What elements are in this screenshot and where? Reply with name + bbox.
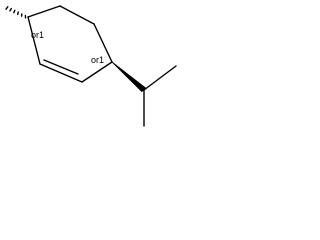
hashed-wedge-methyl-bond xyxy=(5,6,27,19)
stereo-label-top-left: or1 xyxy=(31,30,44,40)
ring-double-bond-inner xyxy=(43,59,79,75)
ring-bond-c3-c4 xyxy=(93,23,113,63)
ring-bond-c5-c6 xyxy=(39,63,83,83)
molecule-structure-diagram: or1 or1 xyxy=(5,5,177,127)
ring-bond-c4-c5 xyxy=(81,61,113,83)
ring-bond-c1-c2 xyxy=(27,5,61,18)
ring-bond-c2-c3 xyxy=(59,5,95,25)
ring-bond-c6-c1 xyxy=(27,16,41,65)
stereo-label-right: or1 xyxy=(91,55,104,65)
bold-wedge-isopropyl-bond xyxy=(111,61,147,92)
isopropyl-methyl-bond-right xyxy=(143,65,177,91)
